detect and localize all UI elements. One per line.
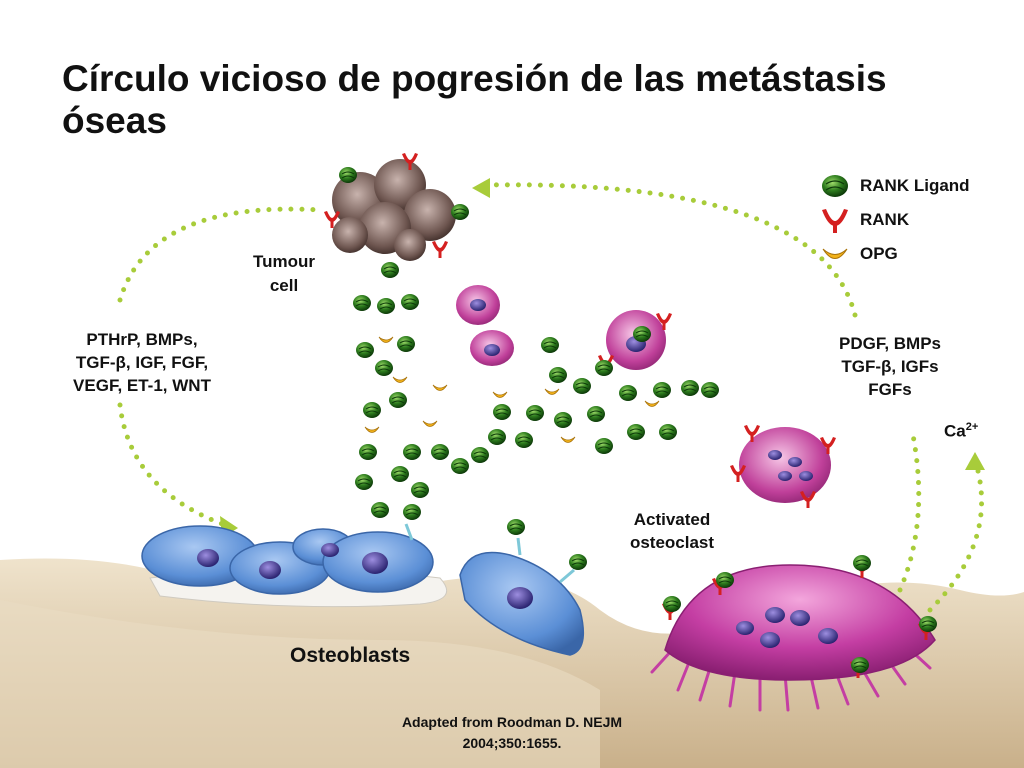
tumour-cell-cluster xyxy=(332,159,456,261)
activated-osteoclast xyxy=(650,564,936,712)
page-title: Círculo vicioso de pogresión de las metá… xyxy=(62,58,887,141)
legend-item-rank-ligand: RANK Ligand xyxy=(820,173,970,199)
legend-item-rank: RANK xyxy=(820,207,909,233)
calcium-label: Ca2+ xyxy=(944,421,979,441)
left-factors-label: PTHrP, BMPs, TGF-β, IGF, FGF, VEGF, ET-1… xyxy=(73,330,211,395)
right-factors-label: PDGF, BMPs TGF-β, IGFs FGFs xyxy=(838,334,942,399)
source-caption: Adapted from Roodman D. NEJM 2004;350:16… xyxy=(401,714,623,751)
osteoblasts-label: Osteoblasts xyxy=(290,644,411,667)
legend-item-opg: OPG xyxy=(820,241,898,267)
legend-label: RANK xyxy=(860,210,910,229)
rank-receptor-icon xyxy=(822,209,848,233)
legend-label: OPG xyxy=(860,244,898,263)
rank-ligand-icon xyxy=(822,175,848,197)
osteoblast-group xyxy=(141,525,434,595)
activated-osteoclast-label: Activated osteoclast xyxy=(629,510,715,552)
tumour-cell-label: Tumour cell xyxy=(252,252,315,295)
legend-label: RANK Ligand xyxy=(860,176,970,195)
opg-icon xyxy=(822,248,848,259)
